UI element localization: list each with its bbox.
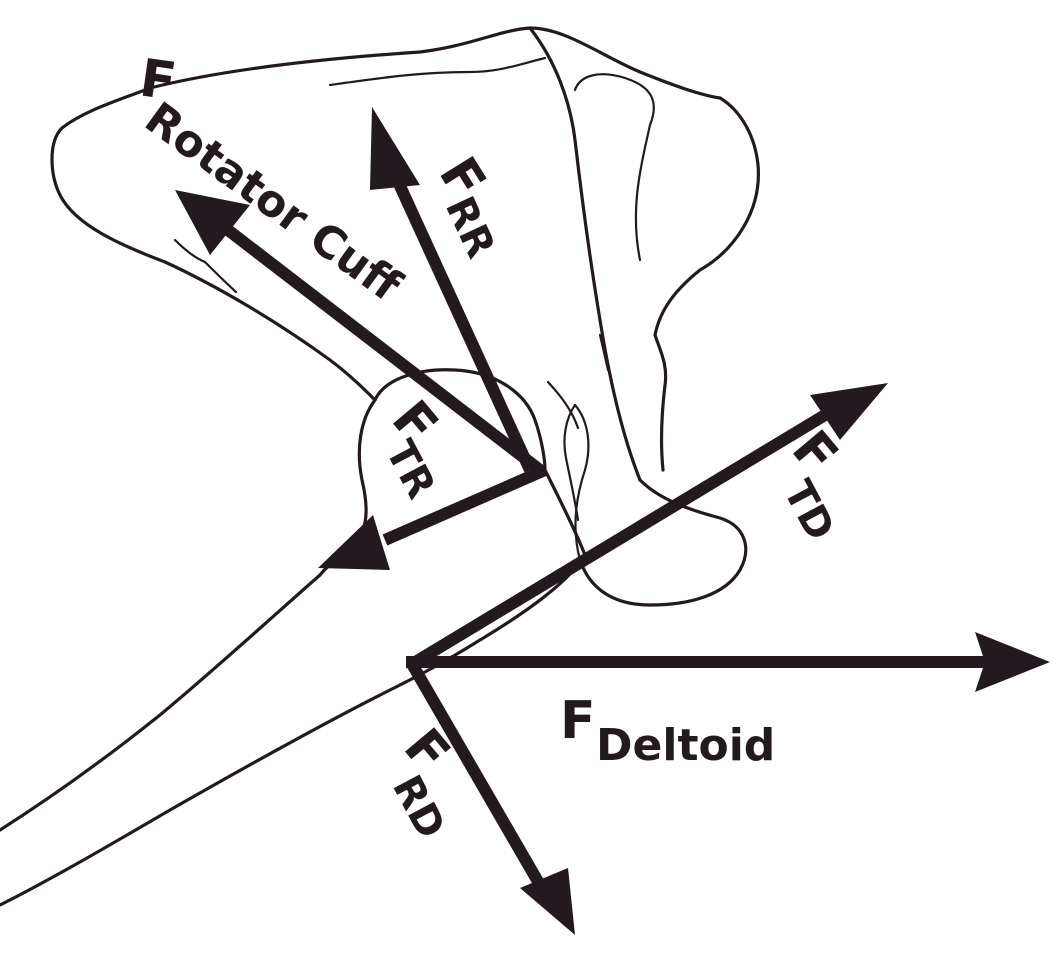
humerus-shaft <box>0 468 587 907</box>
rd-label: F RD <box>383 718 461 846</box>
deltoid-force-vector <box>406 632 1050 692</box>
scapula-outline <box>50 26 760 482</box>
deltoid-label: F Deltoid <box>560 691 775 771</box>
deltoid-subscript: Deltoid <box>596 720 775 771</box>
rd-force-vector <box>406 660 575 935</box>
td-subscript: TD <box>774 473 843 548</box>
rotator-cuff-subscript: Rotator Cuff <box>136 93 412 313</box>
deltoid-symbol: F <box>560 691 596 751</box>
rr-force-vector <box>370 107 536 473</box>
tr-label: F TR <box>376 390 449 506</box>
rotator-cuff-force-vector <box>175 190 544 475</box>
glenoid-outline <box>563 403 748 607</box>
rotator-cuff-symbol: F <box>136 48 180 112</box>
rr-label: F RR <box>427 147 504 265</box>
rotator-cuff-label: F Rotator Cuff <box>136 48 412 312</box>
tr-force-vector <box>318 464 548 570</box>
td-force-vector <box>408 383 888 670</box>
rd-subscript: RD <box>383 768 454 846</box>
tr-subscript: TR <box>376 433 444 506</box>
